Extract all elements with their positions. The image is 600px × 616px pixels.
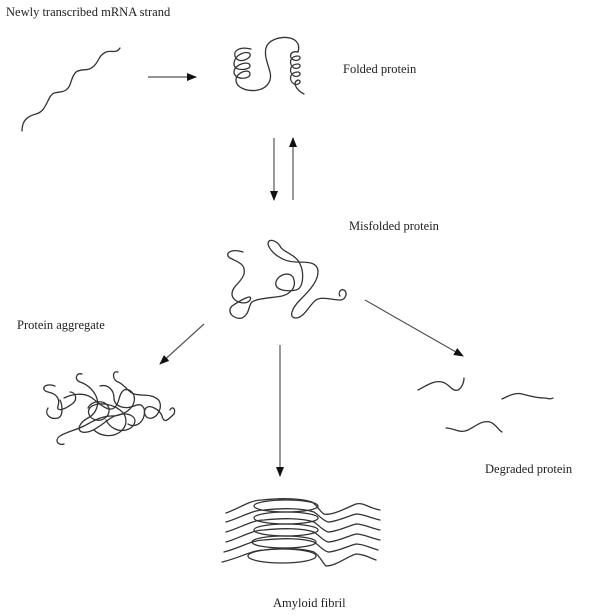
- label-folded-protein: Folded protein: [343, 62, 417, 76]
- arrow-misfolded-to-degraded: [364, 299, 464, 357]
- label-amyloid-fibril: Amyloid fibril: [273, 596, 346, 610]
- wavy-strand-icon: [21, 47, 121, 132]
- label-mrna-strand: Newly transcribed mRNA strand: [6, 5, 171, 19]
- label-degraded-protein: Degraded protein: [485, 462, 573, 476]
- stacked-fibril-icon: [221, 498, 381, 567]
- label-protein-aggregate: Protein aggregate: [17, 318, 105, 332]
- helix-coil-icon: [233, 36, 305, 95]
- arrow-misfolded-to-aggregate: [159, 323, 205, 365]
- tangled-strand-icon: [227, 239, 347, 319]
- label-misfolded-protein: Misfolded protein: [349, 219, 439, 233]
- fragment-strands-icon: [417, 377, 554, 433]
- tangle-cluster-icon: [43, 371, 176, 446]
